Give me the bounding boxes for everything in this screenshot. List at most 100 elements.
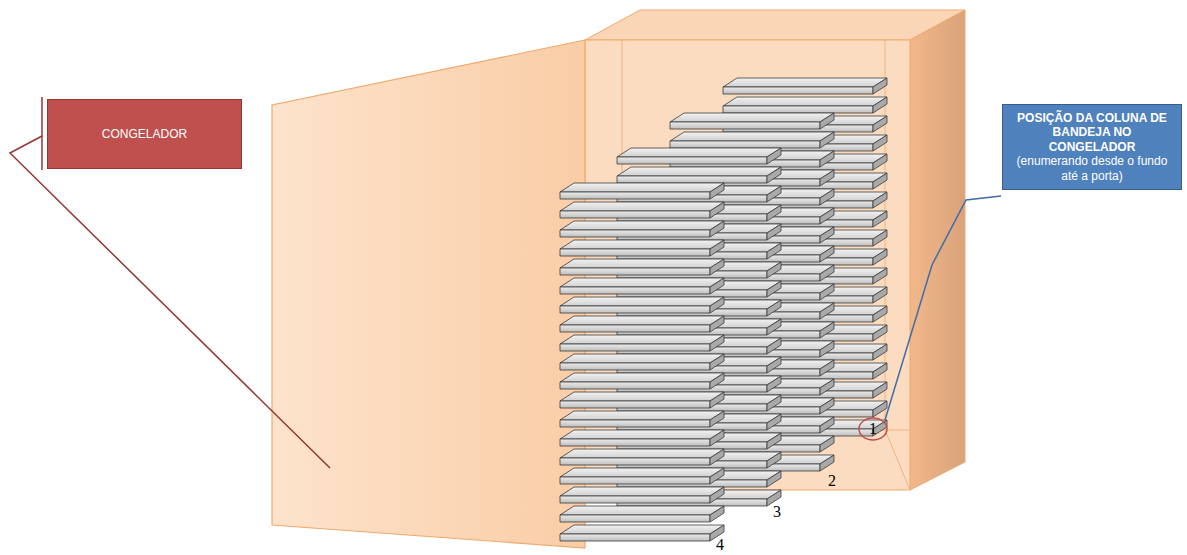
tray-face bbox=[710, 487, 724, 503]
freezer-door bbox=[272, 40, 585, 548]
tray-face bbox=[710, 468, 724, 484]
tray-face bbox=[560, 335, 724, 344]
leader-line bbox=[885, 196, 1001, 420]
tray-face bbox=[560, 430, 724, 439]
tray-face bbox=[560, 354, 724, 363]
tray-face bbox=[560, 306, 710, 313]
tray-face bbox=[560, 230, 710, 237]
tray-face bbox=[710, 259, 724, 275]
tray-face bbox=[820, 436, 834, 452]
tray-face bbox=[820, 284, 834, 300]
tray-face bbox=[820, 265, 834, 281]
tray-face bbox=[560, 534, 710, 541]
tray-face bbox=[873, 97, 887, 113]
tray-face bbox=[820, 341, 834, 357]
tray-face bbox=[710, 183, 724, 199]
tray-face bbox=[873, 249, 887, 265]
tray-face bbox=[710, 373, 724, 389]
tray-face bbox=[560, 487, 724, 496]
tray-face bbox=[560, 221, 724, 230]
cabinet-top bbox=[585, 10, 965, 40]
tray-face bbox=[710, 297, 724, 313]
tray-face bbox=[560, 192, 710, 199]
box-heading: CONGELADOR bbox=[54, 127, 235, 141]
tray-face bbox=[560, 278, 724, 287]
tray-face bbox=[560, 411, 724, 420]
box-note: (enumerando desde o fundo até a porta) bbox=[1009, 154, 1175, 183]
tray-face bbox=[767, 186, 781, 202]
tray-face bbox=[710, 335, 724, 351]
box-heading: POSIÇÃO DA COLUNA DE BANDEJA NO CONGELAD… bbox=[1009, 111, 1175, 154]
tray-face bbox=[767, 300, 781, 316]
tray-face bbox=[767, 357, 781, 373]
tray-face bbox=[873, 116, 887, 132]
tray-face bbox=[560, 183, 724, 192]
tray-face bbox=[710, 354, 724, 370]
tray-face bbox=[560, 363, 710, 370]
interior-edge bbox=[885, 430, 910, 490]
tray-face bbox=[560, 325, 710, 332]
leader-line bbox=[10, 136, 330, 468]
tray-face bbox=[873, 344, 887, 360]
tray-face bbox=[560, 202, 724, 211]
tray-face bbox=[820, 360, 834, 376]
tray-face bbox=[873, 78, 887, 94]
callout-number: 2 bbox=[828, 473, 836, 489]
tray-face bbox=[560, 525, 724, 534]
tray-face bbox=[767, 414, 781, 430]
tray-face bbox=[560, 297, 724, 306]
tray-face bbox=[723, 106, 873, 113]
tray-face bbox=[560, 240, 724, 249]
tray-face bbox=[560, 249, 710, 256]
tray-face bbox=[670, 141, 820, 148]
tray-face bbox=[560, 259, 724, 268]
tray-face bbox=[560, 449, 724, 458]
tray-face bbox=[767, 281, 781, 297]
tray-face bbox=[710, 392, 724, 408]
tray-face bbox=[560, 211, 710, 218]
tray-face bbox=[710, 221, 724, 237]
tray-face bbox=[710, 411, 724, 427]
tray-face bbox=[560, 382, 710, 389]
tray-face bbox=[873, 268, 887, 284]
tray-face bbox=[820, 303, 834, 319]
tray-face bbox=[767, 243, 781, 259]
tray-face bbox=[617, 176, 767, 183]
tray-face bbox=[873, 382, 887, 398]
tray-face bbox=[560, 287, 710, 294]
tray-face bbox=[670, 113, 834, 122]
tray-face bbox=[767, 167, 781, 183]
tray-face bbox=[617, 148, 781, 157]
tray-face bbox=[873, 154, 887, 170]
tray-face bbox=[560, 420, 710, 427]
tray-face bbox=[767, 471, 781, 487]
tray-face bbox=[710, 240, 724, 256]
tray-face bbox=[767, 395, 781, 411]
callout-number: 4 bbox=[716, 537, 724, 553]
tray-face bbox=[560, 373, 724, 382]
tray-face bbox=[670, 122, 820, 129]
tray-face bbox=[560, 392, 724, 401]
tray-face bbox=[723, 87, 873, 94]
tray-stacks bbox=[560, 78, 887, 541]
tray-face bbox=[767, 205, 781, 221]
tray-face bbox=[560, 316, 724, 325]
tray-face bbox=[723, 97, 887, 106]
tray-face bbox=[873, 287, 887, 303]
callout-number: 1 bbox=[869, 421, 877, 437]
tray-face bbox=[767, 262, 781, 278]
tray-face bbox=[560, 515, 710, 522]
tray-face bbox=[873, 173, 887, 189]
callout-number: 3 bbox=[773, 504, 781, 520]
tray-face bbox=[560, 496, 710, 503]
cabinet-side bbox=[910, 10, 965, 490]
tray-face bbox=[710, 506, 724, 522]
tray-face bbox=[820, 246, 834, 262]
tray-face bbox=[820, 227, 834, 243]
tray-face bbox=[767, 224, 781, 240]
tray-face bbox=[820, 113, 834, 129]
tray-face bbox=[767, 319, 781, 335]
tray-face bbox=[710, 278, 724, 294]
tray-face bbox=[820, 151, 834, 167]
